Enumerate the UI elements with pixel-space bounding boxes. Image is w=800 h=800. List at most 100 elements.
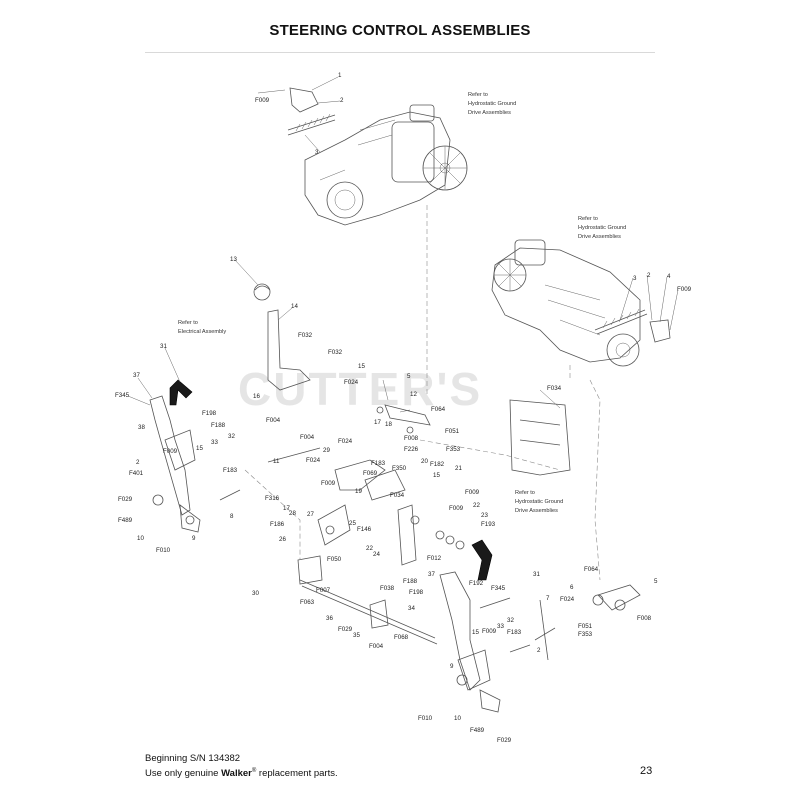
callout-label: 20 [421,458,428,465]
callout-label: F009 [449,505,464,512]
upper-hydro-drive-unit [304,104,468,226]
callout-label: F183 [507,629,522,636]
callout-label: 38 [138,424,145,431]
callout-label: F193 [481,521,496,528]
callout-label: F188 [211,422,226,429]
callout-label: F226 [404,446,419,453]
center-linkages [297,404,465,585]
callout-label: 27 [307,511,314,518]
callout-label: 19 [355,488,362,495]
right-hydro-drive-unit [491,239,641,367]
callout-label: 2 [647,272,651,279]
callout-label: 24 [373,551,380,558]
callout-label: 10 [137,535,144,542]
genuine-parts-prefix: Use only genuine [145,768,222,780]
brand-name: Walker [221,768,252,780]
callout-label: F489 [470,727,485,734]
callout-label: F401 [129,470,144,477]
callout-label: 2 [340,97,344,104]
part-callouts: 1 2 3 F009 3 2 4 F009 13 14 F032 F032 15… [115,72,692,744]
callout-label: F051 [445,428,460,435]
callout-label: F182 [430,461,445,468]
left-steering-lever [149,379,201,533]
serial-number-note: Beginning S/N 134382 [145,753,241,764]
callout-label: 15 [433,472,440,479]
callout-label: F010 [418,715,433,722]
callout-label: F050 [327,556,342,563]
callout-label: 32 [228,433,235,440]
callout-label: F489 [118,517,133,524]
callout-label: 3 [633,275,637,282]
callout-label: 4 [667,273,671,280]
callout-label: F029 [338,626,353,633]
callout-label: F029 [497,737,512,744]
callout-label: 33 [211,439,218,446]
callout-label: 37 [428,571,435,578]
callout-label: 2 [537,647,541,654]
callout-label: F345 [491,585,506,592]
callout-label: F004 [300,434,315,441]
callout-label: F064 [431,406,446,413]
callout-label: F192 [469,580,484,587]
callout-label: 17 [374,419,381,426]
callout-label: 2 [136,459,140,466]
callout-label: F009 [255,97,270,104]
callout-label: F004 [266,417,281,424]
callout-label: 32 [507,617,514,624]
callout-label: 12 [410,391,417,398]
callout-label: 23 [481,512,488,519]
callout-label: 13 [230,256,237,263]
registered-mark: ® [251,768,257,774]
callout-label: 6 [570,584,574,591]
callout-label: 29 [323,447,330,454]
callout-label: 26 [279,536,286,543]
callout-label: F198 [409,589,424,596]
callout-label: 25 [349,520,356,527]
callout-label: F350 [392,465,407,472]
callout-label: F063 [300,599,315,606]
watermark: CUTTER'S [238,363,482,415]
callout-label: F034 [547,385,562,392]
callout-label: F068 [394,634,409,641]
callout-label: 9 [192,535,196,542]
callout-label: 35 [353,632,360,639]
callout-label: F146 [357,526,372,533]
callout-label: F183 [223,467,238,474]
callout-label: 8 [230,513,234,520]
spring-rods [219,113,648,653]
callout-label: F353 [578,631,593,638]
callout-label: F024 [338,438,353,445]
callout-label: F345 [115,392,130,399]
callout-label: 15 [358,363,365,370]
callout-label: 22 [473,502,480,509]
callout-label: F064 [584,566,599,573]
callout-label: 15 [472,629,479,636]
callout-label: F012 [427,555,442,562]
callout-label: F009 [321,480,336,487]
callout-label: 7 [546,595,550,602]
callout-label: F353 [446,446,461,453]
callout-label: 36 [326,615,333,622]
callout-label: 21 [455,465,462,472]
callout-label: 30 [252,590,259,597]
callout-label: 3 [315,149,319,156]
callout-label: 14 [291,303,298,310]
callout-label: 11 [273,458,280,465]
callout-label: F032 [328,349,343,356]
callout-label: F183 [371,460,386,467]
callout-label: F188 [403,578,418,585]
callout-label: 33 [497,623,504,630]
callout-label: 18 [385,421,392,428]
page-number: 23 [640,765,653,777]
callout-label: F032 [298,332,313,339]
callout-label: 16 [253,393,260,400]
leader-lines [127,76,679,413]
callout-label: F008 [404,435,419,442]
cross-shaft [299,579,438,645]
callout-label: F009 [465,489,480,496]
callout-label: 15 [196,445,203,452]
